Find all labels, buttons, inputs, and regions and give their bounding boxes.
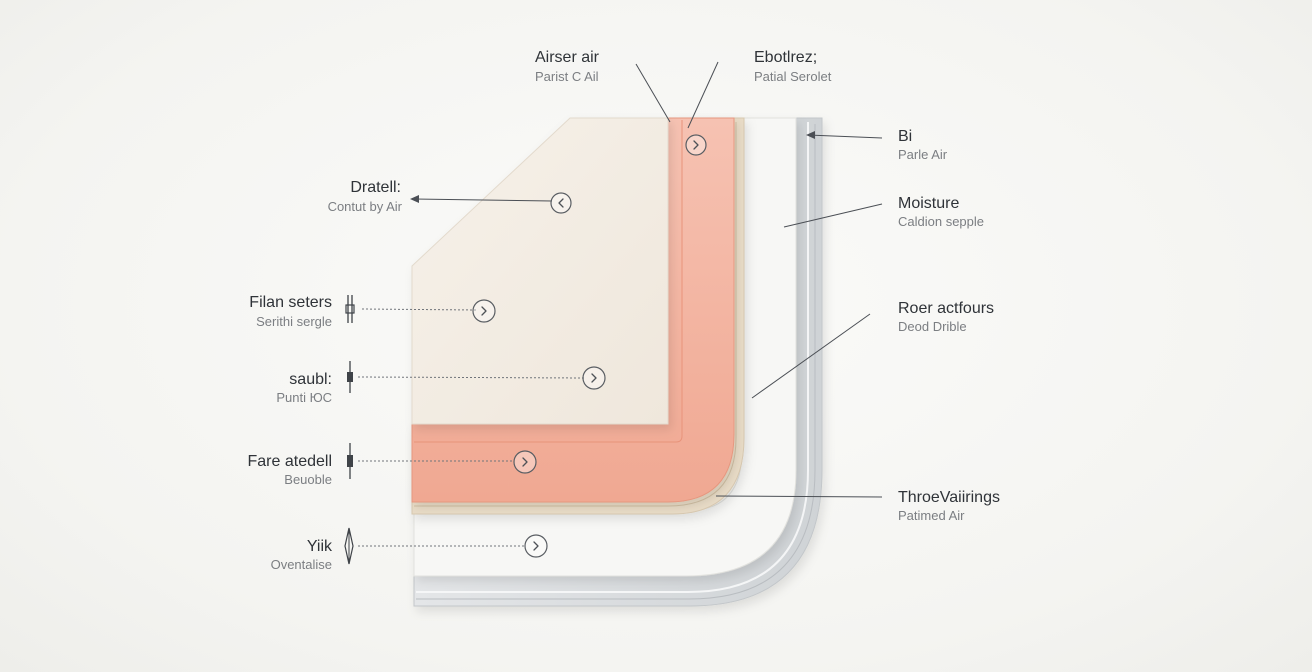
connector-pin-icon [347, 443, 353, 479]
label-sub: Beuoble [284, 472, 332, 487]
label-right-4: ThroeVaiirings Patimed Air [898, 489, 1000, 523]
label-left-3: saubl: Punti ЮС [276, 371, 332, 405]
label-title: Dratell: [350, 179, 401, 196]
label-title: Airser air [535, 49, 600, 66]
connector-pin-icon [344, 527, 354, 565]
label-title: Roer actfours [898, 300, 994, 317]
label-title: Fare atedell [248, 453, 333, 470]
circle-chevron-marker-icon [685, 134, 707, 156]
label-sub: Oventalise [271, 557, 332, 572]
label-title: Yiik [307, 538, 333, 555]
cream-layer [411, 117, 669, 425]
label-right-2: Moisture Caldion sepple [898, 195, 984, 229]
circle-chevron-marker-icon [524, 534, 548, 558]
label-sub: Caldion sepple [898, 214, 984, 229]
outer-gray-inner-line-2 [416, 124, 816, 600]
circle-markers [472, 134, 707, 558]
label-title: Filan seters [249, 294, 332, 311]
label-top-left: Airser air Parist C Ail [535, 49, 600, 84]
label-sub: Patial Serolet [754, 69, 832, 84]
circle-chevron-marker-icon [472, 299, 496, 323]
label-right-1: Bi Parle Air [898, 128, 948, 162]
circle-chevron-marker-icon [582, 366, 606, 390]
label-top-right: Ebotlrez; Patial Serolet [754, 49, 832, 84]
connector-pin-icon [347, 361, 353, 393]
label-left-1: Dratell: Contut by Air [328, 179, 403, 214]
circle-chevron-marker-icon [550, 192, 572, 214]
label-title: Bi [898, 128, 912, 145]
label-title: Moisture [898, 195, 959, 212]
connector-pins [344, 295, 355, 565]
salmon-layer [411, 117, 735, 503]
label-sub: Deod Drible [898, 319, 967, 334]
label-title: ThroeVaiirings [898, 489, 1000, 506]
label-right-3: Roer actfours Deod Drible [898, 300, 994, 334]
label-left-2: Filan seters Serithi sergle [249, 294, 332, 329]
label-sub: Punti ЮС [276, 390, 332, 405]
white-layer [413, 117, 797, 577]
label-sub: Parle Air [898, 147, 948, 162]
label-left-5: Yiik Oventalise [271, 538, 333, 572]
label-sub: Contut by Air [328, 199, 403, 214]
leader-lines [357, 61, 883, 547]
salmon-layer-edge [414, 120, 683, 443]
label-sub: Patimed Air [898, 508, 965, 523]
label-left-4: Fare atedell Beuoble [248, 453, 333, 487]
connector-pin-icon [345, 295, 355, 323]
beige-layer-edge [414, 122, 737, 507]
label-title: saubl: [289, 371, 332, 388]
outer-gray-inner-line [416, 122, 809, 593]
layer-stack [411, 117, 823, 607]
label-sub: Serithi sergle [256, 314, 332, 329]
label-title: Ebotlrez; [754, 49, 817, 66]
circle-chevron-marker-icon [513, 450, 537, 474]
label-sub: Parist C Ail [535, 69, 599, 84]
